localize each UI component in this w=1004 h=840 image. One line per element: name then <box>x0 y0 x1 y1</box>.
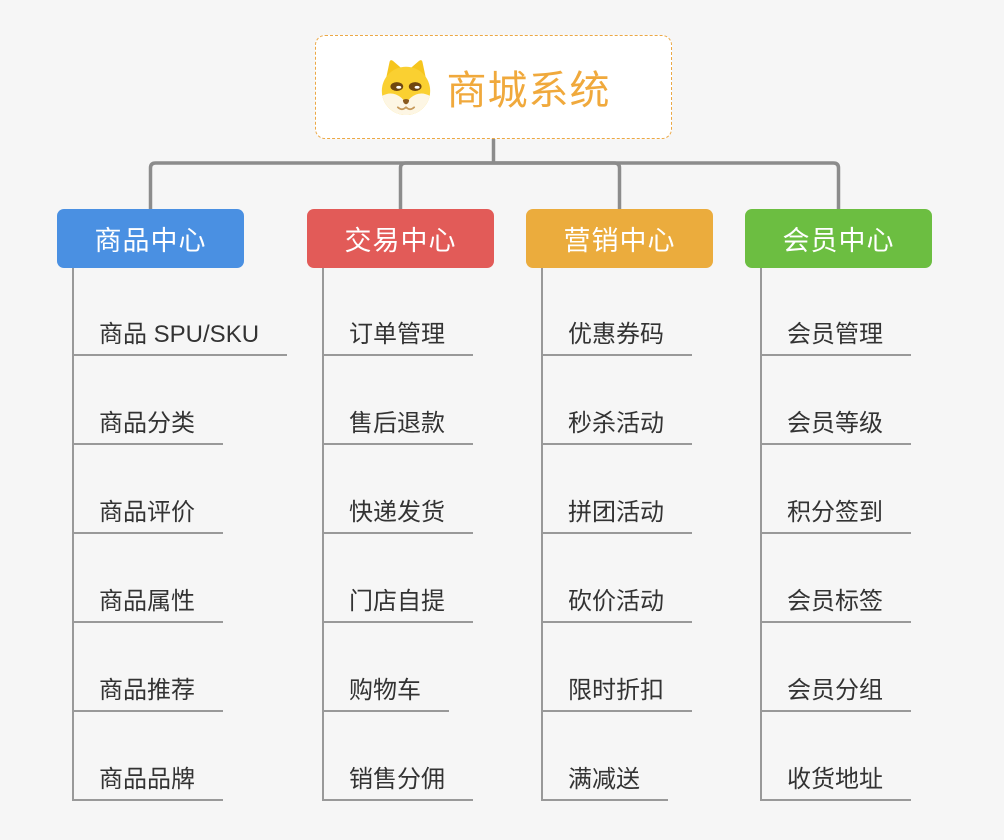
dog-mascot-icon <box>381 60 430 116</box>
child-node[interactable]: 砍价活动 <box>541 585 692 623</box>
child-label: 售后退款 <box>349 410 445 437</box>
branch-line <box>72 268 74 801</box>
child-label: 会员标签 <box>787 588 883 615</box>
child-label: 商品属性 <box>99 588 195 615</box>
branch-node[interactable]: 交易中心 <box>307 209 494 268</box>
child-node[interactable]: 满减送 <box>541 763 668 801</box>
child-node[interactable]: 订单管理 <box>322 318 473 356</box>
child-node[interactable]: 售后退款 <box>322 407 473 445</box>
branch-label: 会员中心 <box>782 226 895 256</box>
child-node[interactable]: 购物车 <box>322 674 449 712</box>
branch-node[interactable]: 营销中心 <box>526 209 713 268</box>
child-label: 收货地址 <box>787 766 883 793</box>
child-label: 优惠券码 <box>568 321 664 348</box>
child-label: 门店自提 <box>349 588 445 615</box>
child-label: 会员管理 <box>787 321 883 348</box>
child-node[interactable]: 积分签到 <box>760 496 911 534</box>
child-label: 商品分类 <box>99 410 195 437</box>
child-node[interactable]: 优惠券码 <box>541 318 692 356</box>
child-node[interactable]: 门店自提 <box>322 585 473 623</box>
branch-label: 交易中心 <box>344 226 457 256</box>
branch-line <box>322 268 324 801</box>
child-label: 限时折扣 <box>568 677 664 704</box>
child-node[interactable]: 商品品牌 <box>72 763 223 801</box>
root-title: 商城系统 <box>446 69 611 113</box>
child-label: 会员分组 <box>787 677 883 704</box>
child-label: 秒杀活动 <box>568 410 664 437</box>
branch-label: 商品中心 <box>94 226 207 256</box>
root-node[interactable]: 商城系统 <box>315 35 672 139</box>
child-label: 会员等级 <box>787 410 883 437</box>
child-node[interactable]: 收货地址 <box>760 763 911 801</box>
child-label: 砍价活动 <box>568 588 664 615</box>
child-node[interactable]: 快递发货 <box>322 496 473 534</box>
child-label: 满减送 <box>568 766 640 793</box>
child-node[interactable]: 秒杀活动 <box>541 407 692 445</box>
child-node[interactable]: 会员标签 <box>760 585 911 623</box>
child-label: 快递发货 <box>349 499 445 526</box>
child-label: 商品 SPU/SKU <box>99 321 260 348</box>
child-node[interactable]: 商品分类 <box>72 407 223 445</box>
child-label: 商品评价 <box>99 499 195 526</box>
branch-line <box>541 268 543 801</box>
child-node[interactable]: 限时折扣 <box>541 674 692 712</box>
branch-line <box>760 268 762 801</box>
child-node[interactable]: 商品推荐 <box>72 674 223 712</box>
child-label: 积分签到 <box>787 499 883 526</box>
child-label: 商品品牌 <box>99 766 195 793</box>
child-label: 商品推荐 <box>99 677 195 704</box>
child-label: 销售分佣 <box>349 766 445 793</box>
child-node[interactable]: 商品属性 <box>72 585 223 623</box>
child-node[interactable]: 拼团活动 <box>541 496 692 534</box>
child-node[interactable]: 销售分佣 <box>322 763 473 801</box>
child-label: 拼团活动 <box>568 499 664 526</box>
child-node[interactable]: 商品评价 <box>72 496 223 534</box>
child-label: 订单管理 <box>349 321 445 348</box>
child-node[interactable]: 会员分组 <box>760 674 911 712</box>
child-node[interactable]: 会员等级 <box>760 407 911 445</box>
child-node[interactable]: 会员管理 <box>760 318 911 356</box>
branch-node[interactable]: 会员中心 <box>745 209 932 268</box>
branch-node[interactable]: 商品中心 <box>57 209 244 268</box>
branch-label: 营销中心 <box>563 226 676 256</box>
child-label: 购物车 <box>349 677 421 704</box>
child-node[interactable]: 商品 SPU/SKU <box>72 318 288 356</box>
